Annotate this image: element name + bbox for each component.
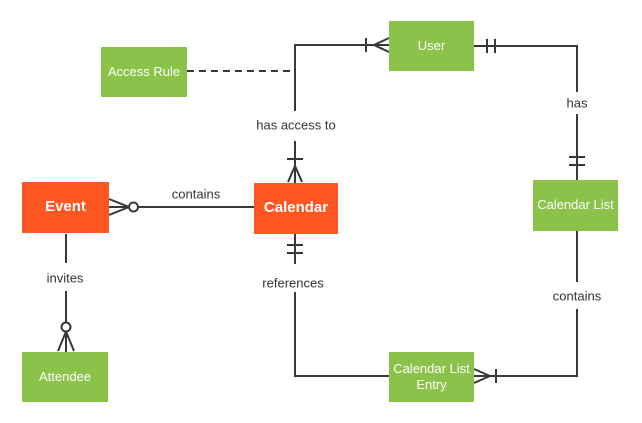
cardinality-exactly-one-icon (287, 244, 303, 254)
cardinality-zero-or-many-icon (57, 321, 75, 352)
entity-calendar[interactable]: Calendar (254, 183, 338, 234)
entity-label: Attendee (38, 368, 92, 384)
entity-calendar-list-entry[interactable]: Calendar List Entry (389, 352, 474, 402)
entity-user[interactable]: User (389, 21, 474, 71)
connector-line (474, 45, 578, 180)
connector-line (474, 231, 578, 377)
relationship-label-references[interactable]: references (260, 275, 326, 291)
connector-user-has-calendar-list[interactable] (474, 39, 585, 180)
entity-label: Calendar (263, 199, 329, 217)
relationship-label-invites[interactable]: invites (44, 270, 86, 286)
connector-line (294, 234, 389, 377)
entity-label: Access Rule (107, 63, 181, 79)
cardinality-one-or-many-icon (473, 368, 497, 384)
relationship-label-has[interactable]: has (564, 95, 590, 111)
entity-label: Event (45, 198, 86, 216)
entity-label: Calendar List Entry (393, 360, 470, 392)
connector-calendar-references-entry[interactable] (287, 234, 389, 377)
cardinality-one-or-many-icon (365, 37, 390, 53)
entity-label: User (417, 37, 446, 53)
relationship-label-contains-entries[interactable]: contains (550, 288, 604, 304)
cardinality-exactly-one-icon (569, 156, 585, 166)
entity-calendar-list[interactable]: Calendar List (533, 180, 618, 231)
entity-event[interactable]: Event (22, 182, 109, 233)
connector-line (294, 44, 389, 183)
cardinality-one-or-many-icon (287, 158, 303, 183)
connector-event-contains-calendar[interactable] (108, 198, 254, 216)
cardinality-exactly-one-icon (486, 39, 496, 53)
entity-access-rule[interactable]: Access Rule (101, 47, 187, 97)
relationship-label-contains-events[interactable]: contains (169, 186, 223, 202)
connector-calendar-list-contains-entry[interactable] (473, 231, 578, 384)
entity-label: Calendar List (537, 197, 614, 213)
connector-event-invites-attendee[interactable] (57, 234, 75, 352)
entity-attendee[interactable]: Attendee (22, 352, 108, 402)
cardinality-zero-or-many-icon (108, 198, 139, 216)
relationship-label-has-access-to[interactable]: has access to (254, 117, 338, 133)
connector-calendar-has-access-to-user[interactable] (287, 37, 390, 183)
